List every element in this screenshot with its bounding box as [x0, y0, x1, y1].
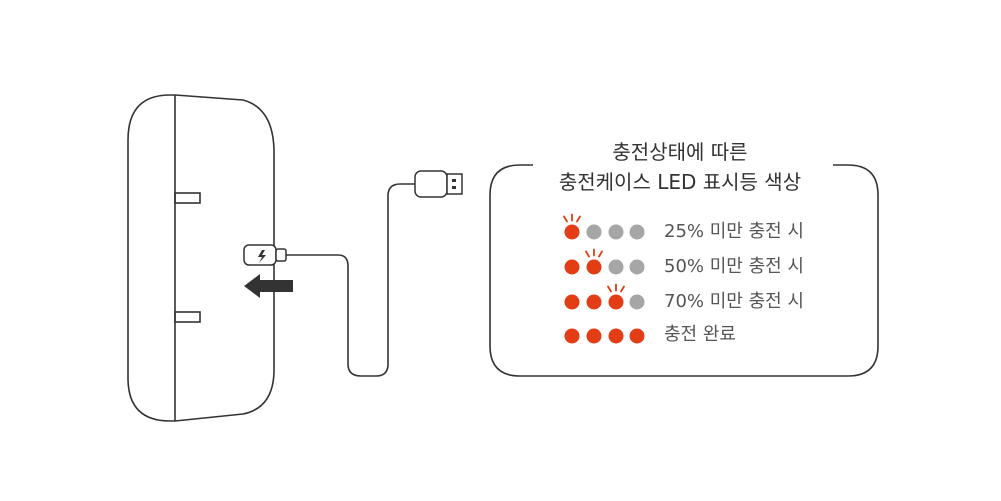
led-dot-row4-1 — [564, 328, 580, 344]
led-indicator-rows — [563, 213, 645, 344]
led-dot-row3-1 — [564, 294, 580, 310]
led-dot-row2-1 — [564, 259, 580, 275]
led-dot-row1-1 — [564, 224, 580, 240]
case-hinge-top — [174, 192, 201, 204]
case-body-outline — [127, 94, 275, 422]
blink-ray-row1-1 — [563, 215, 568, 223]
blink-ray-row2-1 — [585, 250, 590, 258]
led-dot-row2-2 — [586, 259, 602, 275]
legend-row-label-3: 70% 미만 충전 시 — [664, 291, 804, 312]
legend-row-label-1: 25% 미만 충전 시 — [664, 221, 804, 242]
charging-case — [127, 94, 275, 422]
lightning-icon — [258, 250, 266, 263]
led-dot-row1-3 — [608, 224, 624, 240]
blink-ray-row3-1 — [607, 285, 612, 293]
legend-title-line1: 충전상태에 따른 — [612, 140, 748, 164]
usb-a-plug — [414, 170, 463, 198]
led-dot-row2-3 — [608, 259, 624, 275]
blink-ray-row3-3 — [620, 285, 625, 293]
charging-cable — [286, 183, 416, 377]
blink-ray-row1-3 — [576, 215, 581, 223]
led-dot-row4-4 — [629, 328, 645, 344]
left-arrow-icon — [244, 274, 293, 298]
legend-row-label-2: 50% 미만 충전 시 — [664, 256, 804, 277]
legend-row-label-4: 충전 완료 — [664, 324, 736, 345]
case-hinge-bottom — [174, 311, 201, 323]
legend-box — [489, 164, 879, 377]
led-dot-row1-2 — [586, 224, 602, 240]
legend-title-line2: 충전케이스 LED 표시등 색상 — [558, 170, 802, 194]
blink-ray-row2-3 — [598, 250, 603, 258]
led-dot-row3-4 — [629, 294, 645, 310]
led-dot-row3-2 — [586, 294, 602, 310]
led-dot-row1-4 — [629, 224, 645, 240]
led-dot-row4-2 — [586, 328, 602, 344]
led-dot-row3-3 — [608, 294, 624, 310]
led-dot-row4-3 — [608, 328, 624, 344]
led-dot-row2-4 — [629, 259, 645, 275]
usb-c-plug — [243, 244, 287, 266]
